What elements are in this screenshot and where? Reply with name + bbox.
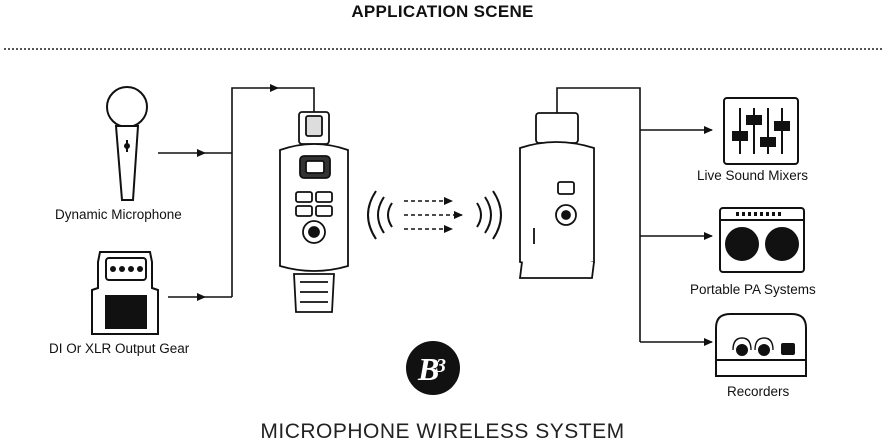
dotted-divider (4, 48, 882, 50)
svg-text:3: 3 (435, 355, 446, 377)
microphone-icon (106, 86, 148, 201)
input-label-di-xlr-gear: DI Or XLR Output Gear (49, 341, 190, 356)
svg-text:B: B (417, 351, 439, 387)
footer-title: MICROPHONE WIRELESS SYSTEM (260, 420, 625, 443)
recorder-icon (715, 313, 807, 377)
di-pedal-icon (91, 251, 159, 335)
mixer-icon (723, 97, 799, 165)
input-label-dynamic-microphone: Dynamic Microphone (55, 207, 182, 222)
wireless-waves-icon (367, 190, 502, 240)
output-label-live-sound-mixers: Live Sound Mixers (697, 168, 809, 183)
page-title: APPLICATION SCENE (351, 2, 534, 21)
output-label-recorders: Recorders (727, 384, 790, 399)
receiver-device-icon (518, 112, 595, 279)
transmitter-device-icon (279, 111, 349, 313)
input-connectors (158, 84, 315, 301)
output-connectors (556, 87, 713, 346)
brand-logo-icon: B 3 (406, 341, 460, 395)
pa-speaker-icon (719, 207, 805, 273)
output-label-portable-pa: Portable PA Systems (690, 282, 816, 297)
